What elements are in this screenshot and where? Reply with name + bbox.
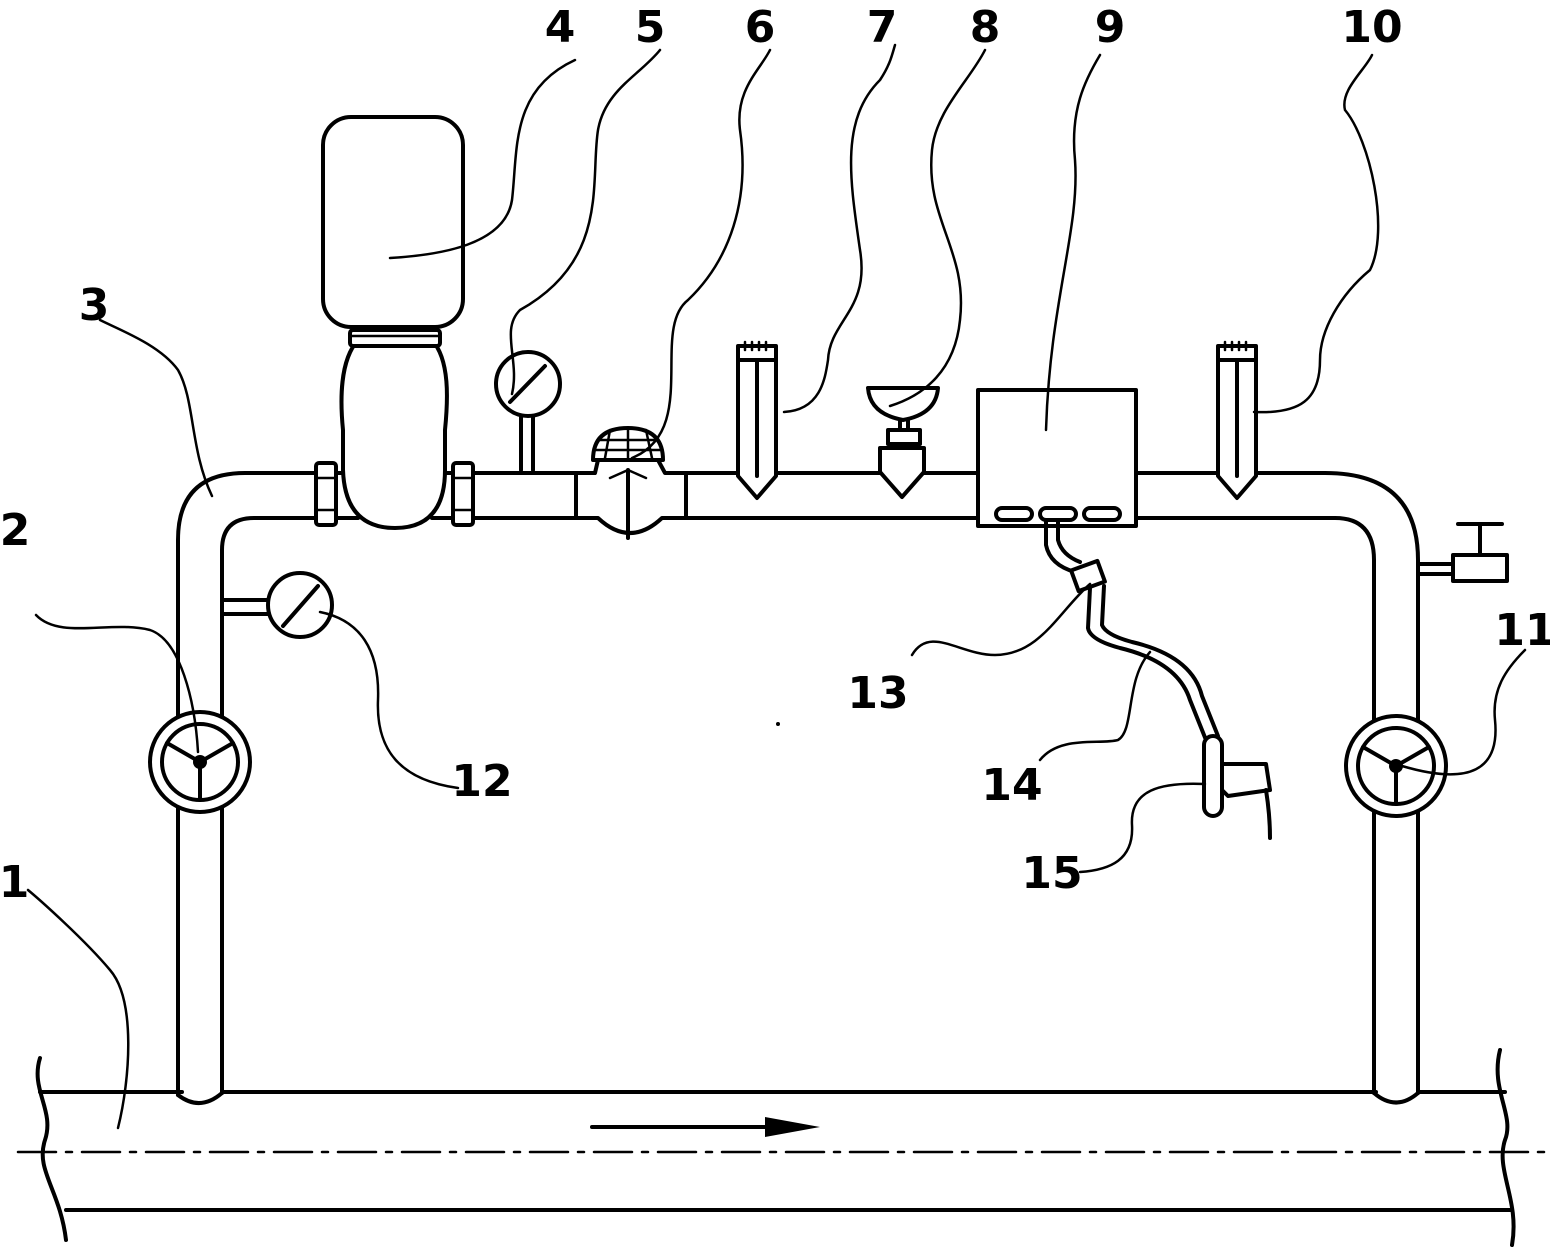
control-box [976, 388, 1138, 528]
label-8: 8 [970, 2, 1001, 53]
pressure-gauge-top [494, 350, 562, 472]
sensor-probe-1 [736, 340, 778, 500]
sensor-probe-2 [1216, 340, 1258, 500]
label-9: 9 [1095, 2, 1126, 53]
label-1: 1 [0, 857, 29, 908]
handwheel-valve-left [148, 710, 252, 814]
pressure-gauge-side [220, 571, 334, 639]
sampling-valve [1202, 734, 1272, 840]
connector-fitting [1069, 558, 1107, 594]
label-6: 6 [745, 2, 776, 53]
flange-right [451, 461, 475, 527]
label-7: 7 [867, 2, 898, 53]
label-5: 5 [635, 2, 666, 53]
check-valve [574, 426, 688, 540]
number-labels: 1 2 3 4 5 6 7 8 9 10 11 12 13 14 15 [0, 2, 1550, 908]
label-2: 2 [0, 505, 30, 556]
label-15: 15 [1021, 848, 1082, 899]
sampling-hose [1086, 584, 1224, 768]
label-13: 13 [847, 668, 908, 719]
label-4: 4 [545, 2, 576, 53]
regulator-valve [866, 386, 940, 499]
drain-valve-side [1416, 522, 1509, 583]
label-11: 11 [1494, 605, 1550, 656]
stray-dot [776, 722, 780, 726]
flange-left [314, 461, 338, 527]
label-14: 14 [981, 760, 1042, 811]
handwheel-valve-right [1344, 714, 1448, 818]
filter-tank [321, 115, 465, 530]
label-10: 10 [1341, 2, 1402, 53]
label-12: 12 [451, 756, 512, 807]
label-3: 3 [79, 280, 110, 331]
flow-direction-arrow [590, 1117, 820, 1137]
main-pipeline [16, 1048, 1547, 1247]
leader-lines [26, 43, 1527, 1130]
